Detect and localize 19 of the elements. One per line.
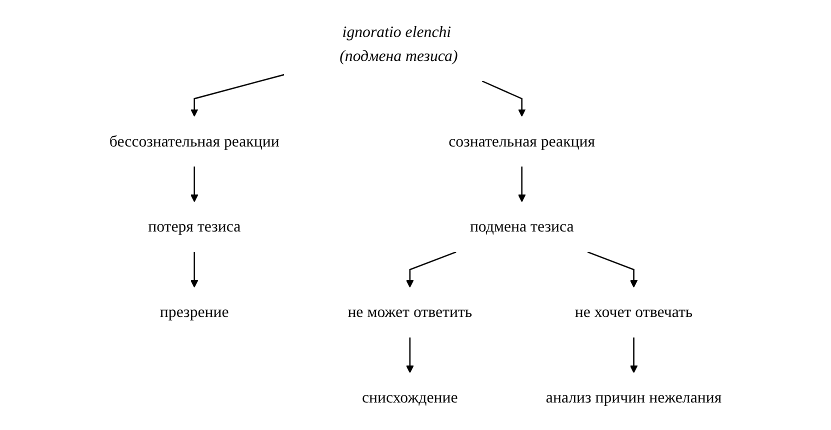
arrow [587, 251, 638, 288]
arrow [190, 166, 198, 202]
arrow [406, 337, 414, 374]
arrow [482, 80, 526, 117]
arrow [630, 337, 638, 374]
node-text: потеря тезиса [148, 218, 241, 236]
arrow [190, 74, 284, 117]
arrow [518, 166, 526, 202]
node-text: презрение [160, 303, 229, 321]
arrow [406, 251, 456, 288]
arrow [190, 252, 198, 288]
node-text: ignoratio elenchi (подмена тезиса) [340, 22, 458, 64]
node-text: не хочет отвечать [574, 303, 693, 321]
node-text: снисхождение [362, 388, 458, 406]
node-text: анализ причин нежелания [546, 388, 722, 406]
node-text: подмена тезиса [470, 218, 574, 236]
node-text: бессознательная реакции [109, 132, 280, 150]
node-text: не может ответить [348, 303, 472, 321]
node-text: сознательная реакция [448, 132, 596, 150]
